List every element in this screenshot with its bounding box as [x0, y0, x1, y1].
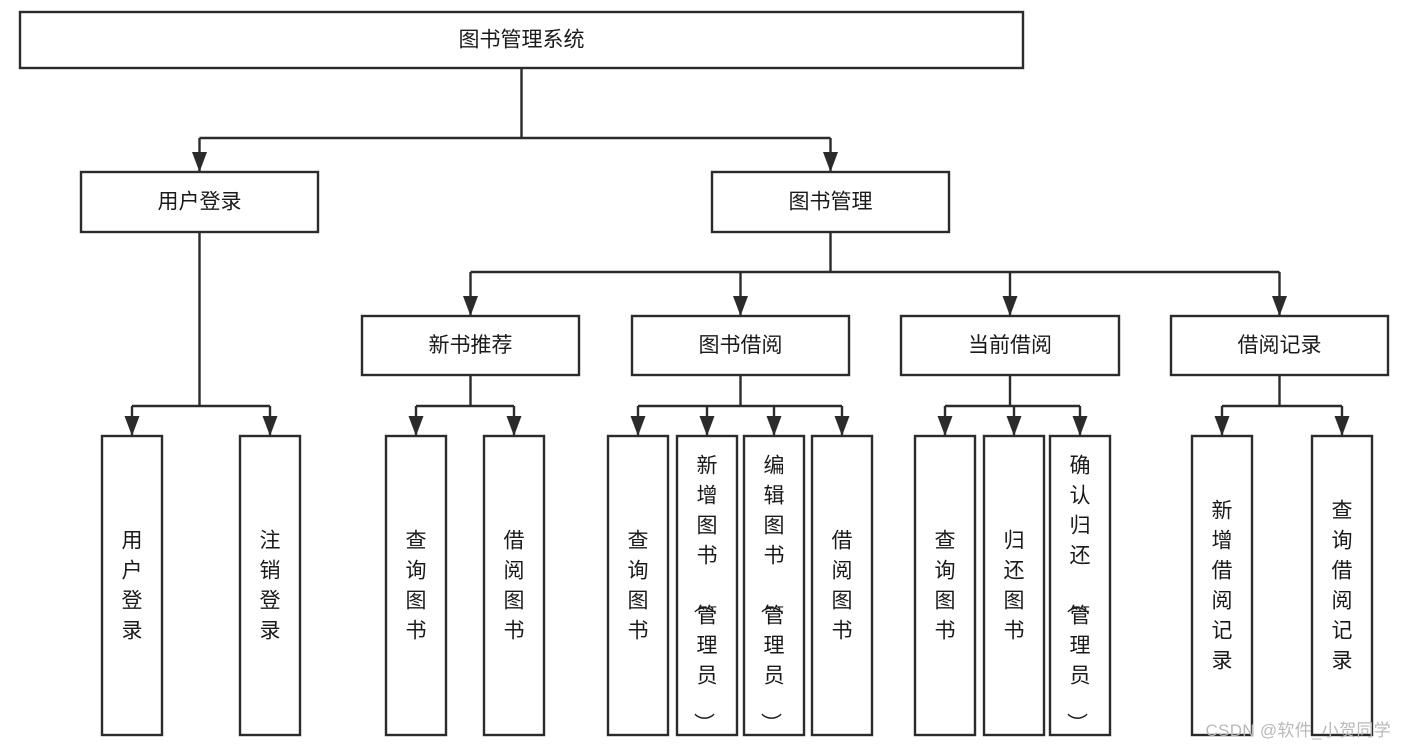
arrow-head	[1272, 296, 1287, 316]
node-leaf-confirm-return[interactable]: 确认归还（管理员）	[1048, 434, 1112, 737]
node-root[interactable]: 图书管理系统	[18, 10, 1025, 70]
arrow-head	[408, 416, 424, 436]
arrow-head	[506, 416, 522, 436]
node-label: 借阅图书	[832, 530, 853, 643]
node-box[interactable]	[1048, 434, 1112, 737]
node-login[interactable]: 用户登录	[79, 170, 320, 234]
node-box[interactable]	[1310, 434, 1374, 737]
node-label: 新增借阅记录	[1212, 500, 1233, 673]
arrow-head	[1214, 416, 1230, 436]
node-leaf-logout[interactable]: 注销登录	[238, 434, 302, 737]
node-label: 当前借阅	[968, 334, 1052, 357]
node-box[interactable]	[810, 434, 874, 737]
node-box[interactable]	[710, 170, 951, 234]
node-label: 借阅图书	[504, 530, 525, 643]
node-leaf-return-book[interactable]: 归还图书	[982, 434, 1046, 737]
node-label: 图书借阅	[699, 334, 783, 357]
node-box[interactable]	[18, 10, 1025, 70]
arrow-head	[937, 416, 953, 436]
node-label: 编辑图书（管理员）	[759, 455, 785, 734]
node-box[interactable]	[100, 434, 164, 737]
node-label: 查询借阅记录	[1332, 500, 1353, 673]
node-box[interactable]	[675, 434, 739, 737]
node-label: 图书管理	[789, 191, 873, 214]
arrow-head	[192, 152, 207, 172]
node-box[interactable]	[238, 434, 302, 737]
node-records[interactable]: 借阅记录	[1169, 314, 1390, 377]
node-leaf-edit-book[interactable]: 编辑图书（管理员）	[742, 434, 806, 737]
node-box[interactable]	[630, 314, 851, 377]
node-label: 归还图书	[1004, 530, 1025, 643]
node-label: 查询图书	[406, 530, 427, 643]
arrow-head	[823, 152, 838, 172]
node-box[interactable]	[384, 434, 448, 737]
node-leaf-borrow-book-2[interactable]: 借阅图书	[810, 434, 874, 737]
arrow-head	[699, 416, 715, 436]
node-box[interactable]	[606, 434, 670, 737]
node-layer: 图书管理系统用户登录图书管理新书推荐图书借阅当前借阅借阅记录用户登录注销登录查询…	[18, 10, 1390, 737]
arrow-head	[1002, 296, 1018, 316]
arrow-head	[1006, 416, 1022, 436]
node-label: 用户登录	[122, 530, 143, 643]
node-leaf-add-book[interactable]: 新增图书（管理员）	[675, 434, 739, 737]
arrow-head	[733, 296, 748, 316]
node-bookmgmt[interactable]: 图书管理	[710, 170, 951, 234]
node-leaf-query-book-2[interactable]: 查询图书	[606, 434, 670, 737]
node-leaf-query-book-3[interactable]: 查询图书	[913, 434, 977, 737]
node-label: 图书管理系统	[459, 29, 585, 52]
node-borrow[interactable]: 图书借阅	[630, 314, 851, 377]
node-box[interactable]	[482, 434, 546, 737]
node-box[interactable]	[899, 314, 1121, 377]
node-current[interactable]: 当前借阅	[899, 314, 1121, 377]
connector-layer	[124, 68, 1350, 436]
node-leaf-query-book-1[interactable]: 查询图书	[384, 434, 448, 737]
node-box[interactable]	[913, 434, 977, 737]
node-label: 新书推荐	[429, 334, 513, 357]
node-newbook[interactable]: 新书推荐	[360, 314, 581, 377]
arrow-head	[1072, 416, 1088, 436]
node-box[interactable]	[742, 434, 806, 737]
arrow-head	[262, 416, 278, 436]
node-label: 借阅记录	[1238, 334, 1322, 357]
node-label: 用户登录	[158, 191, 242, 214]
arrow-head	[766, 416, 782, 436]
node-box[interactable]	[1190, 434, 1254, 737]
node-box[interactable]	[79, 170, 320, 234]
node-leaf-add-record[interactable]: 新增借阅记录	[1190, 434, 1254, 737]
node-label: 查询图书	[935, 530, 956, 643]
node-label: 查询图书	[628, 530, 649, 643]
node-leaf-query-record[interactable]: 查询借阅记录	[1310, 434, 1374, 737]
node-box[interactable]	[982, 434, 1046, 737]
arrow-head	[834, 416, 850, 436]
node-box[interactable]	[1169, 314, 1390, 377]
arrow-head	[124, 416, 140, 436]
arrow-head	[1334, 416, 1350, 436]
node-box[interactable]	[360, 314, 581, 377]
node-label: 确认归还（管理员）	[1065, 455, 1091, 734]
arrow-head	[463, 296, 478, 316]
node-label: 注销登录	[260, 530, 281, 643]
arrow-head	[630, 416, 646, 436]
node-leaf-user-login[interactable]: 用户登录	[100, 434, 164, 737]
node-leaf-borrow-book-1[interactable]: 借阅图书	[482, 434, 546, 737]
node-label: 新增图书（管理员）	[692, 455, 718, 734]
